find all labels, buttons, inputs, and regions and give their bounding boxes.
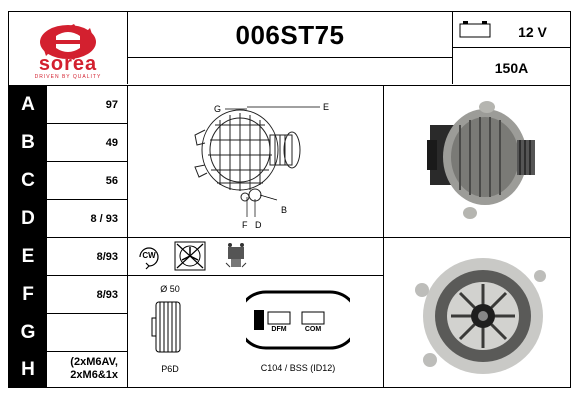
label-b: B <box>281 205 288 215</box>
row-value-c: 56 <box>105 174 118 187</box>
pulley-type: P6D <box>161 364 179 374</box>
connector-pin-com: COM <box>304 326 322 333</box>
brand-tagline: DRIVEN BY QUALITY <box>34 74 102 80</box>
amperage-value: 150A <box>494 60 529 76</box>
row-letter-a: A <box>9 86 47 123</box>
row-value-g <box>48 314 126 351</box>
row-letter-e: E <box>9 238 47 275</box>
row-value-h-line2: 2xM6&1x <box>70 369 118 381</box>
row-letter-g: G <box>9 314 47 351</box>
row-value-a: 97 <box>105 98 118 111</box>
battery-icon <box>459 20 491 38</box>
regulator-icon <box>222 241 250 271</box>
row-value-b: 49 <box>105 136 118 149</box>
alternator-photo-rear <box>408 248 558 383</box>
pulley-drawing <box>150 298 186 356</box>
row-letter-f: F <box>9 276 47 313</box>
sorea-logo-icon <box>40 24 96 60</box>
label-e: E <box>323 102 330 112</box>
part-number: 006ST75 <box>235 19 345 50</box>
row-letter-c: C <box>9 162 47 199</box>
alternator-photo-side <box>425 95 545 225</box>
row-letter-h: H <box>9 352 47 388</box>
row-letter-b: B <box>9 124 47 161</box>
connector-caption: C104 / BSS (ID12) <box>260 363 336 373</box>
label-d: D <box>255 220 262 230</box>
sheet-frame <box>8 11 571 388</box>
alternator-technical-drawing: G E F D B <box>185 95 335 235</box>
row-value-d: 8 / 93 <box>90 212 118 225</box>
connector-drawing: DFM COM <box>236 290 360 350</box>
pulley-diameter: Ø 50 <box>160 284 180 294</box>
row-value-e: 8/93 <box>96 250 118 263</box>
row-letter-d: D <box>9 200 47 237</box>
label-f: F <box>242 220 248 230</box>
row-value-f: 8/93 <box>96 288 118 301</box>
brand-logo: sorea DRIVEN BY QUALITY <box>9 12 127 85</box>
label-g: G <box>214 104 222 114</box>
rotation-label: CW <box>142 251 156 260</box>
brand-name: sorea <box>38 53 98 75</box>
row-value-h: (2xM6AV, 2xM6&1x <box>48 356 126 388</box>
no-fan-icon <box>174 241 206 271</box>
voltage-value: 12 V <box>518 24 547 40</box>
rotation-cw-icon: CW <box>135 243 163 271</box>
connector-pin-dfm: DFM <box>271 326 287 333</box>
row-value-h-line1: (2xM6AV, <box>70 356 118 368</box>
